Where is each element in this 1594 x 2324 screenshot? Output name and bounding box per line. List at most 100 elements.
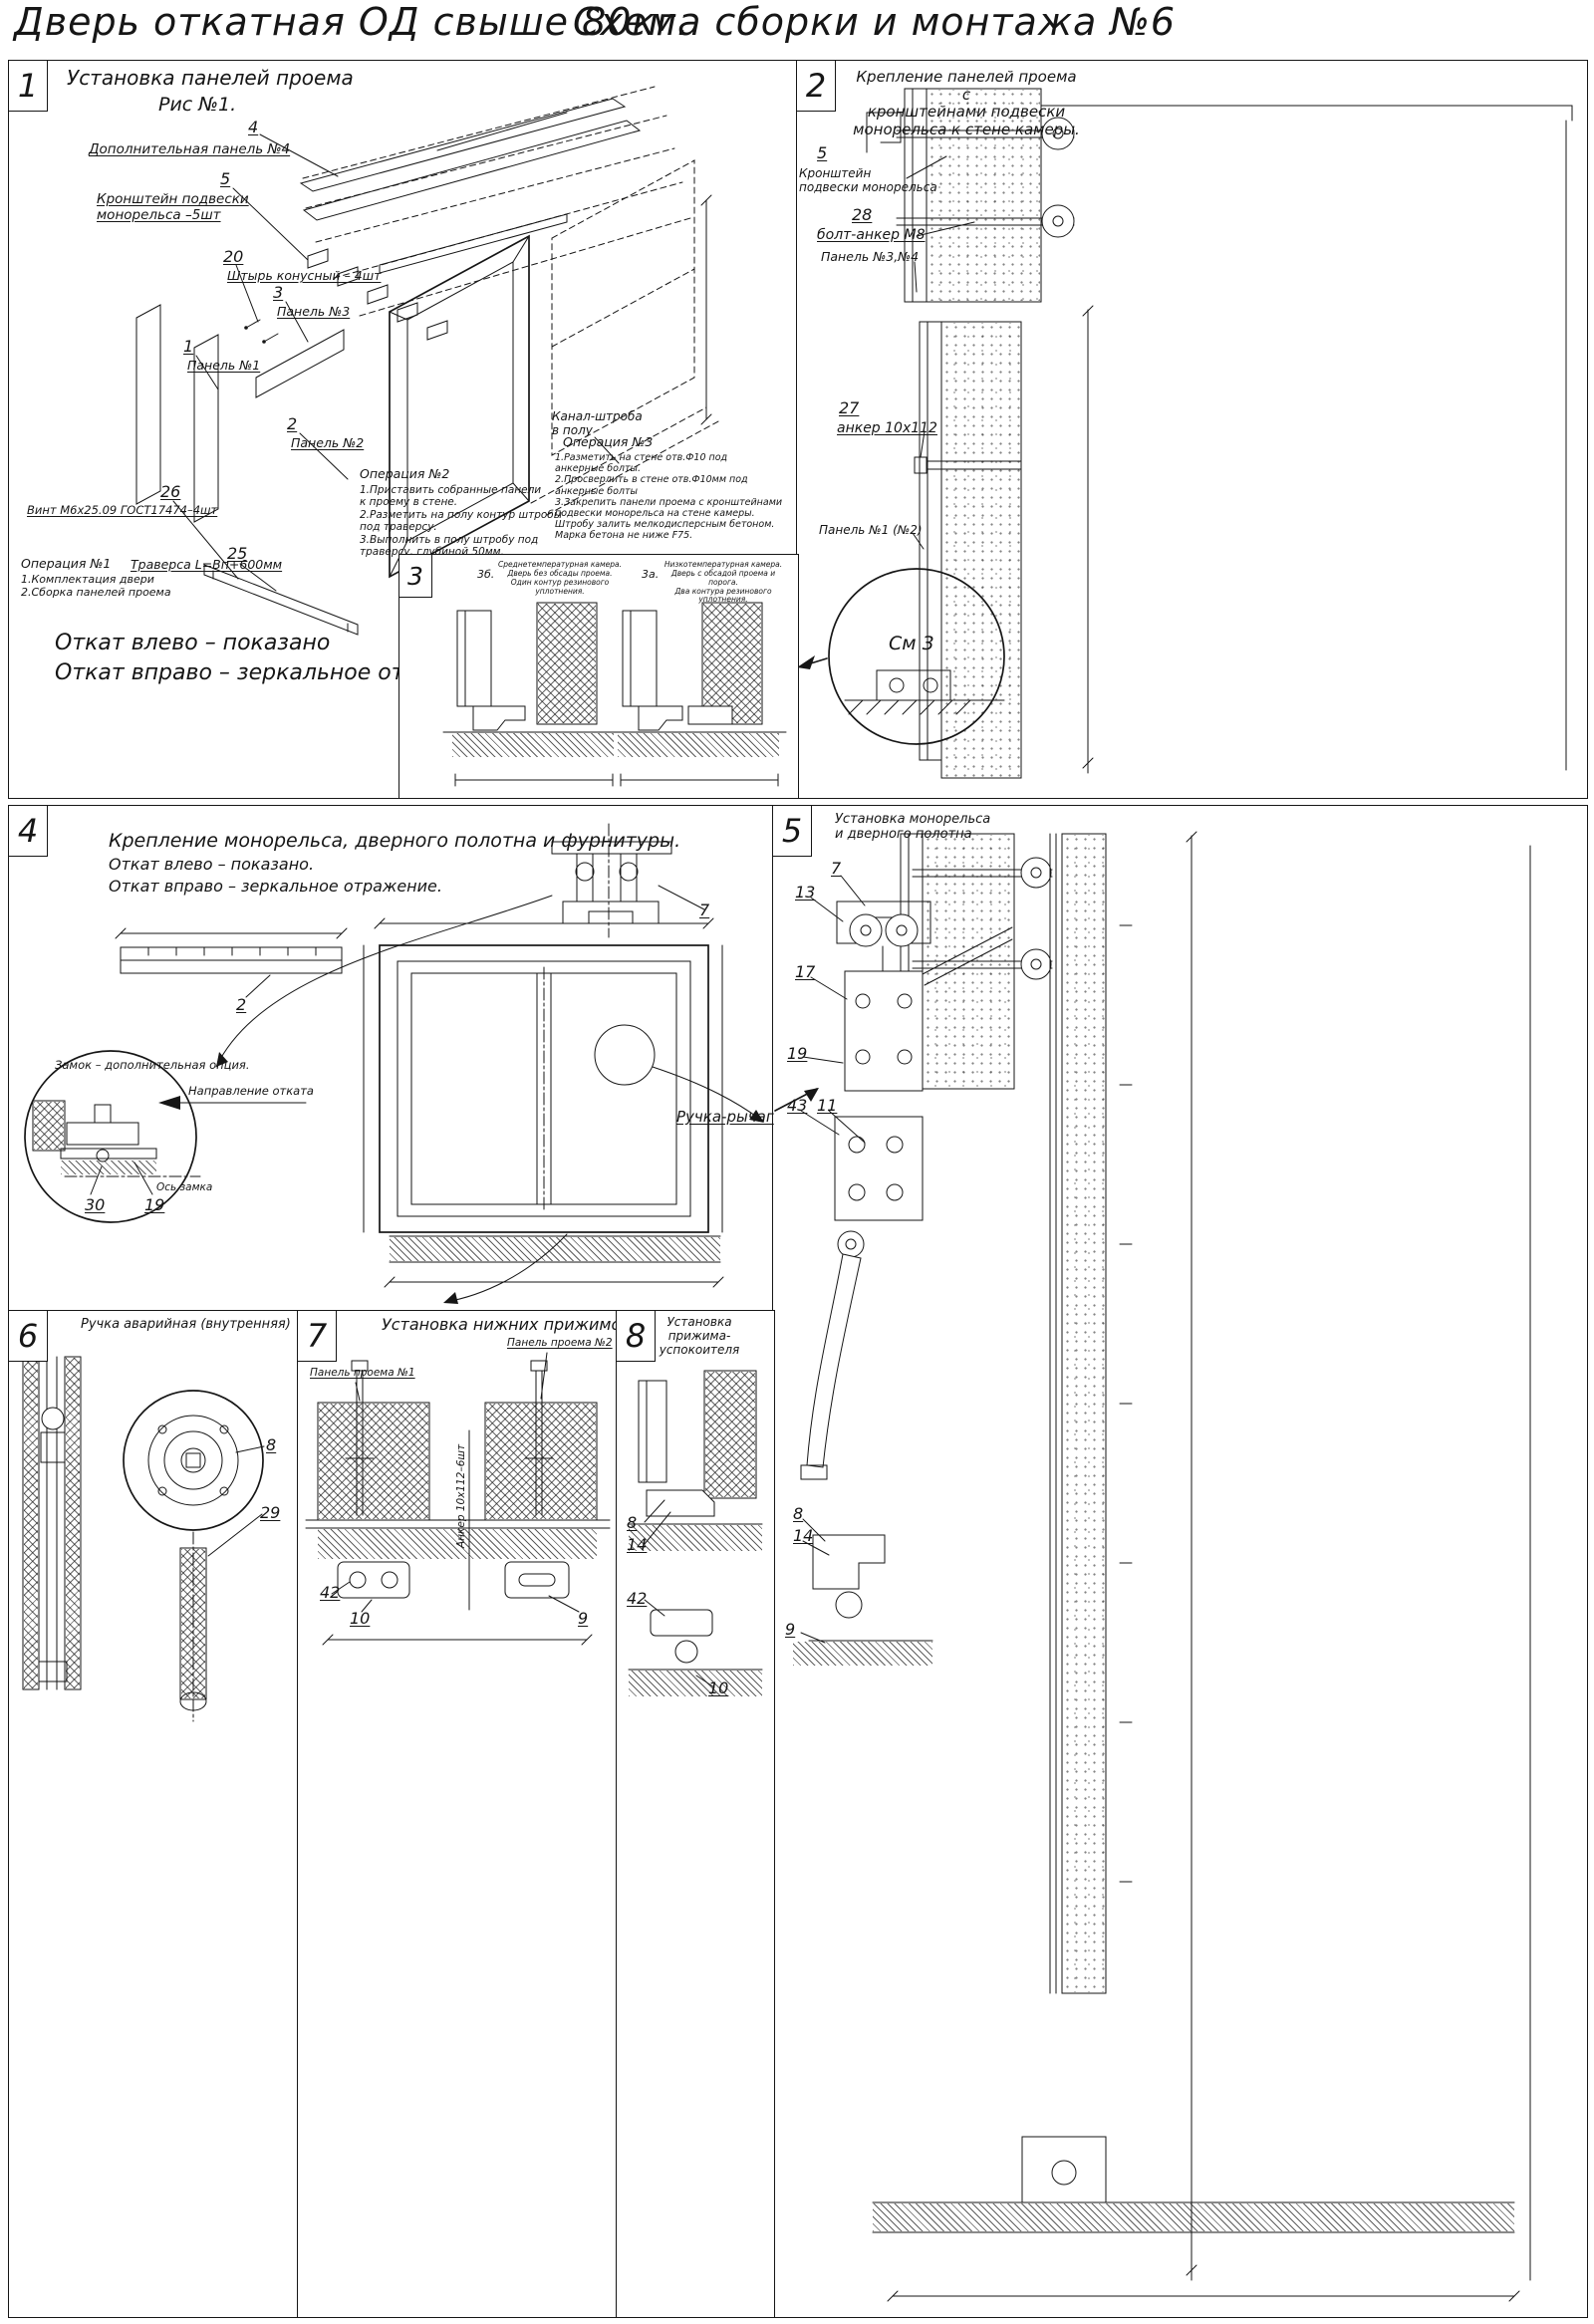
callout-25-label: Траверса L=Вп+600мм — [131, 557, 283, 572]
section-7-bottom-clamps: 7 — [297, 1310, 631, 2318]
section-8-damper-clamp: 8 Установка прижима-успокоителя — [616, 1310, 775, 2318]
lock-detail-circle — [24, 1050, 201, 1223]
section-2-title: Крепление панелей проема с кронштейнами … — [853, 68, 1080, 139]
section-6-number: 6 — [8, 1310, 48, 1362]
wall-bolts — [912, 857, 1053, 980]
section-5-number: 5 — [772, 805, 812, 857]
clamp-floor-hatch — [793, 1642, 932, 1666]
section-5-title: Установка монорельса и дверного полотна — [835, 812, 991, 843]
opening-panel-dashed — [551, 159, 695, 456]
dimension-lines — [1040, 105, 1573, 774]
see-detail-3-label: См 3 — [889, 633, 934, 654]
callout-25: 25 — [227, 544, 248, 563]
callout-5: 5 — [817, 143, 828, 162]
wall-hatch — [705, 1372, 755, 1497]
slide-direction-label: Направление отката — [188, 1084, 314, 1098]
reference-arrow — [797, 655, 828, 669]
callout-30: 30 — [85, 1195, 106, 1214]
door-edge-section — [22, 1356, 82, 1690]
callout-42: 42 — [320, 1583, 341, 1602]
clamp-detail — [800, 1518, 933, 1644]
hanger-brackets — [307, 248, 448, 341]
clamps — [337, 1561, 570, 1599]
section-8-title: Установка прижима-успокоителя — [659, 1315, 740, 1358]
lever-handle — [800, 1110, 924, 1480]
section-1-number: 1 — [8, 60, 48, 112]
callout-17: 17 — [795, 962, 816, 981]
door-elevation — [379, 944, 721, 1263]
detail-3b — [442, 602, 622, 787]
floor-channel-label: Канал-штроба в полу — [552, 409, 643, 438]
section-8-drawing — [628, 1370, 763, 1688]
callout-2: 2 — [236, 995, 247, 1014]
section-5-drawing — [774, 831, 1531, 2302]
concrete-column-hatch — [1063, 835, 1105, 1992]
callout-14: 14 — [793, 1526, 814, 1545]
leader-lines — [331, 1352, 580, 1613]
anchor-bolts-upper — [896, 117, 1075, 238]
upper-wall-section — [904, 88, 1042, 303]
section-7-drawing — [305, 1352, 611, 1646]
lock-axis-label: Ось замка — [156, 1181, 213, 1193]
section-4-monorail-door-hardware: 4 — [8, 805, 775, 1313]
wall-hatch-right — [486, 1404, 596, 1519]
section-6-emergency-handle: 6 — [8, 1310, 300, 2318]
callout-3: 3 — [273, 283, 284, 302]
section-7-number: 7 — [297, 1310, 337, 1362]
section-7-title: Установка нижних прижимов — [382, 1315, 631, 1334]
anchor-10x112 — [914, 456, 1022, 474]
callout-28: 28 — [852, 205, 873, 224]
callout-19: 19 — [144, 1195, 165, 1214]
detail-3a-number: 3а. — [642, 568, 660, 581]
wall-hatch-3a — [703, 604, 761, 723]
lever-handle-label: Ручка-рычаг — [676, 1108, 774, 1126]
callout-1-label: Панель №1 — [187, 358, 261, 373]
dimension-lines — [887, 831, 1531, 2302]
callout-27-label: анкер 10х112 — [837, 420, 937, 436]
callout-26: 26 — [160, 482, 181, 501]
slide-left-note: Откат влево – показано. — [109, 855, 315, 874]
operation-1-text: 1.Комплектация двери 2.Сборка панелей пр… — [21, 573, 171, 599]
operation-3-text: 1.Разметить на стене отв.Ф10 под анкерны… — [555, 452, 783, 542]
callout-8: 8 — [793, 1504, 804, 1523]
reference-arrow-lever — [774, 1088, 819, 1112]
leader-lines — [172, 133, 620, 592]
floor-hatch-3b — [452, 733, 614, 757]
leader-lines-top — [802, 875, 866, 1064]
handle-grip — [179, 1513, 263, 1722]
trolley — [836, 901, 1013, 986]
handle-rosette — [123, 1390, 265, 1531]
floor-channel-dashed — [530, 406, 719, 516]
section-8-number: 8 — [616, 1310, 656, 1362]
callout-4: 4 — [248, 118, 259, 136]
callout-20-label: Штырь конусный – 4шт — [227, 268, 382, 283]
callout-1: 1 — [183, 337, 194, 356]
panel-3-4-label: Панель №3,№4 — [821, 249, 920, 264]
wall-column — [1049, 833, 1133, 1994]
operation-2-text: 1.Приставить собранные панели к проему в… — [360, 484, 563, 558]
floor-hatch — [318, 1529, 597, 1559]
callout-8: 8 — [266, 1435, 277, 1454]
lock-floor-hatch — [61, 1161, 156, 1174]
leader-curves — [215, 895, 764, 1304]
detail-3a-caption: Низкотемпературная камера. Дверь с обсад… — [664, 560, 783, 605]
callout-19: 19 — [787, 1044, 808, 1063]
callout-27: 27 — [839, 398, 860, 417]
lock-option-label: Замок – дополнительная опция. — [55, 1058, 250, 1072]
detail-3a — [608, 602, 787, 787]
concrete-wall-hatch — [928, 90, 1040, 301]
callout-26-label: Винт М6х25.09 ГОСТ17474–4шт — [27, 503, 218, 517]
traverse-bar — [203, 564, 359, 636]
operation-2-title: Операция №2 — [360, 466, 450, 481]
operation-1-title: Операция №1 — [21, 556, 112, 571]
callout-2: 2 — [287, 414, 298, 433]
left-panels — [135, 304, 345, 523]
panel-2-label: Панель проема №2 — [507, 1337, 613, 1349]
floor-hatch-3a — [618, 733, 779, 757]
dimension-lines — [322, 1429, 593, 1646]
floor-line — [305, 1519, 611, 1529]
monorail-plan — [115, 927, 348, 998]
anchor-label: Анкер 10х112–6шт — [455, 1443, 467, 1548]
figure-label: Рис №1. — [158, 94, 237, 116]
cone-pins — [244, 319, 279, 344]
